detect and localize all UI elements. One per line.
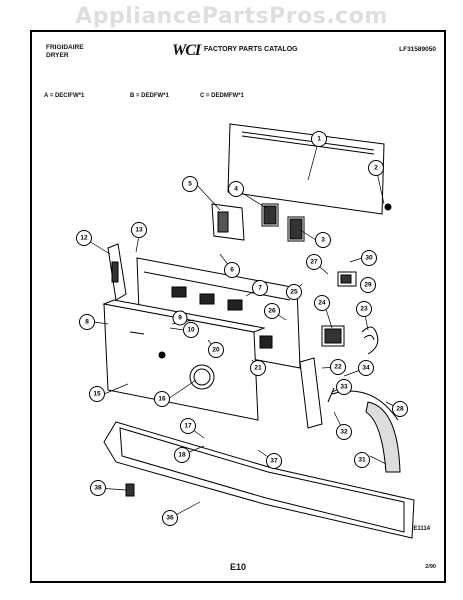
switch bbox=[287, 216, 305, 242]
callout-29: 29 bbox=[360, 277, 376, 293]
svg-text:36: 36 bbox=[166, 515, 174, 522]
callout-33: 33 bbox=[336, 379, 352, 395]
callout-34: 34 bbox=[358, 360, 374, 376]
callout-36: 36 bbox=[162, 510, 178, 526]
clip bbox=[125, 483, 135, 497]
svg-text:15: 15 bbox=[93, 391, 101, 398]
svg-text:23: 23 bbox=[360, 306, 368, 313]
model-a: A = DECIFW*1 bbox=[44, 93, 85, 99]
switch bbox=[261, 203, 279, 227]
svg-text:16: 16 bbox=[158, 396, 166, 403]
watermark: AppliancePartsPros.com bbox=[75, 4, 388, 29]
svg-text:10: 10 bbox=[187, 327, 195, 334]
svg-text:5: 5 bbox=[188, 181, 192, 188]
svg-text:6: 6 bbox=[230, 267, 234, 274]
callout-6: 6 bbox=[224, 262, 240, 278]
side-bracket bbox=[107, 243, 127, 301]
callout-32: 32 bbox=[336, 424, 352, 440]
callout-18: 18 bbox=[174, 447, 190, 463]
callout-37: 37 bbox=[266, 453, 282, 469]
callout-7: 7 bbox=[252, 280, 268, 296]
svg-text:8: 8 bbox=[85, 319, 89, 326]
callout-28: 28 bbox=[392, 401, 408, 417]
callout-4: 4 bbox=[228, 181, 244, 197]
callout-1: 1 bbox=[311, 131, 327, 147]
callout-23: 23 bbox=[356, 301, 372, 317]
callout-13: 13 bbox=[131, 222, 147, 238]
timer bbox=[321, 325, 345, 347]
svg-text:18: 18 bbox=[178, 452, 186, 459]
svg-text:3: 3 bbox=[321, 237, 325, 244]
parts-diagram-sheet: FRIGIDAIRE DRYER WCI FACTORY PARTS CATAL… bbox=[30, 30, 446, 583]
svg-text:33: 33 bbox=[340, 384, 348, 391]
product-type: DRYER bbox=[46, 52, 69, 59]
svg-text:26: 26 bbox=[268, 308, 276, 315]
catalog-title: FACTORY PARTS CATALOG bbox=[204, 46, 298, 53]
callout-17: 17 bbox=[180, 418, 196, 434]
backguard-panel bbox=[227, 123, 385, 215]
model-b: B = DEDFW*1 bbox=[130, 93, 169, 99]
svg-text:27: 27 bbox=[310, 259, 318, 266]
callout-22: 22 bbox=[330, 359, 346, 375]
svg-text:7: 7 bbox=[258, 285, 262, 292]
svg-text:13: 13 bbox=[135, 227, 143, 234]
switch-bracket bbox=[211, 203, 245, 241]
callout-5: 5 bbox=[182, 176, 198, 192]
svg-text:2: 2 bbox=[374, 165, 378, 172]
svg-text:20: 20 bbox=[212, 347, 220, 354]
callout-3: 3 bbox=[315, 232, 331, 248]
brand-name: FRIGIDAIRE bbox=[46, 44, 84, 51]
model-c: C = DEDMFW*1 bbox=[200, 93, 244, 99]
callout-31: 31 bbox=[354, 452, 370, 468]
figure-reference: E1114 bbox=[413, 526, 430, 532]
callout-30: 30 bbox=[361, 250, 377, 266]
svg-text:32: 32 bbox=[340, 429, 348, 436]
revision-date: 2/90 bbox=[425, 564, 436, 570]
dryer-top bbox=[103, 421, 415, 539]
wire-harness bbox=[361, 326, 379, 355]
svg-text:4: 4 bbox=[234, 186, 238, 193]
svg-text:1: 1 bbox=[317, 136, 321, 143]
svg-text:17: 17 bbox=[184, 423, 192, 430]
exploded-view-drawing: 1 2 3 4 5 6 7 8 9 10 12 13 15 16 17 18 2… bbox=[76, 123, 415, 539]
selector-switch bbox=[337, 271, 357, 287]
svg-text:30: 30 bbox=[365, 255, 373, 262]
svg-text:22: 22 bbox=[334, 364, 342, 371]
svg-text:37: 37 bbox=[270, 458, 278, 465]
callout-25: 25 bbox=[286, 284, 302, 300]
screw bbox=[384, 203, 392, 211]
callout-21: 21 bbox=[250, 360, 266, 376]
callout-8: 8 bbox=[79, 314, 95, 330]
svg-text:38: 38 bbox=[94, 485, 102, 492]
svg-text:9: 9 bbox=[178, 315, 182, 322]
svg-text:28: 28 bbox=[396, 406, 404, 413]
svg-text:21: 21 bbox=[254, 365, 262, 372]
svg-text:31: 31 bbox=[358, 457, 366, 464]
callout-16: 16 bbox=[154, 391, 170, 407]
callout-9: 9 bbox=[172, 310, 188, 326]
callout-26: 26 bbox=[264, 303, 280, 319]
svg-text:12: 12 bbox=[80, 235, 88, 242]
callout-15: 15 bbox=[89, 386, 105, 402]
callout-10: 10 bbox=[183, 322, 199, 338]
wci-logo: WCI bbox=[172, 42, 201, 59]
callout-2: 2 bbox=[368, 160, 384, 176]
end-cap bbox=[299, 357, 323, 429]
svg-text:34: 34 bbox=[362, 365, 370, 372]
page-number: E10 bbox=[229, 562, 246, 572]
svg-text:24: 24 bbox=[318, 300, 326, 307]
callout-12: 12 bbox=[76, 230, 92, 246]
callout-20: 20 bbox=[208, 342, 224, 358]
callout-24: 24 bbox=[314, 295, 330, 311]
catalog-number: LF31589050 bbox=[399, 46, 436, 53]
svg-text:25: 25 bbox=[290, 289, 298, 296]
svg-text:29: 29 bbox=[364, 282, 372, 289]
callout-27: 27 bbox=[306, 254, 322, 270]
callout-38: 38 bbox=[90, 480, 106, 496]
